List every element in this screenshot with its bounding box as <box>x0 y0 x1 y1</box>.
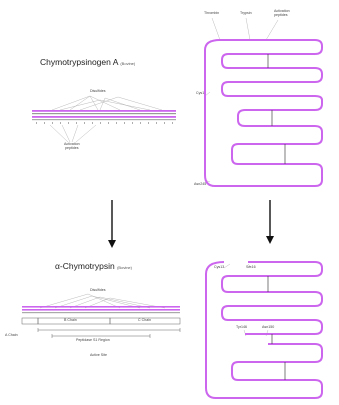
alpha-strand-3 <box>22 312 180 314</box>
disulfide-connectors-top <box>51 95 163 111</box>
strand-bar-4 <box>32 119 176 121</box>
ser16-label: Ser16 <box>246 265 256 269</box>
alpha-disulfides <box>267 276 286 380</box>
zymogen-disulfides <box>267 54 286 164</box>
alpha-strand-1 <box>22 306 180 308</box>
alpha-title: α-Chymotrypsin (Bovine) <box>55 262 132 271</box>
tick-marks-top <box>36 122 173 124</box>
zymogen-disulfides-label: Disulfides <box>90 89 106 93</box>
zymogen-activation-label: Activation peptides <box>274 9 290 17</box>
alpha-title-sub: (Bovine) <box>117 265 132 270</box>
zymogen-linear-structure <box>32 95 176 143</box>
zymogen-title-sub: (Bovine) <box>120 61 136 66</box>
a-chain-label: A Chain <box>5 333 18 337</box>
zymogen-chain-upper <box>220 39 323 104</box>
alpha-linear-structure <box>21 293 181 338</box>
zymogen-chain-lower <box>204 39 323 187</box>
alpha-disulfides-label: Disulfides <box>90 288 106 292</box>
cys1-label: Cys1 <box>196 91 205 95</box>
arrow-left <box>108 200 116 248</box>
asn245-label: Asn245 <box>194 182 207 186</box>
zymogen-fold-diagram <box>204 17 323 187</box>
alpha-strand-2 <box>22 309 180 311</box>
tyr146-label: Tyr146 <box>236 325 247 329</box>
activation-connectors <box>49 124 97 143</box>
b-chain-label: B Chain <box>64 318 77 322</box>
alpha-chain-upper <box>221 261 323 335</box>
alpha-chain-lower <box>205 261 323 399</box>
strand-bar-3 <box>32 116 176 118</box>
asn150-label: Asn150 <box>262 325 275 329</box>
zymogen-title: Chymotrypsinogen A (Bovine) <box>40 58 135 67</box>
zymogen-label-lines <box>204 17 279 183</box>
alpha-title-text: α-Chymotrypsin <box>55 261 115 271</box>
active-site-label: Active Site <box>90 353 107 357</box>
arrow-right <box>266 200 274 244</box>
c-chain-label: C Chain <box>138 318 151 322</box>
zymogen-title-text: Chymotrypsinogen A <box>40 57 118 67</box>
thrombin-label: Thrombin <box>204 11 220 15</box>
trypsin-label: Trypsin <box>240 11 252 15</box>
chain-boxes <box>21 317 181 338</box>
strand-bar-2 <box>32 113 176 115</box>
disulfide-connectors-bottom <box>39 293 166 309</box>
alpha-fold-diagram <box>205 261 323 399</box>
activation-peptides-label: Activation peptides <box>64 142 80 150</box>
peptidase-region-label: Peptidase S1 Region <box>76 338 110 342</box>
strand-bar-1 <box>32 110 176 112</box>
cys13-label: Cys13 <box>214 265 225 269</box>
